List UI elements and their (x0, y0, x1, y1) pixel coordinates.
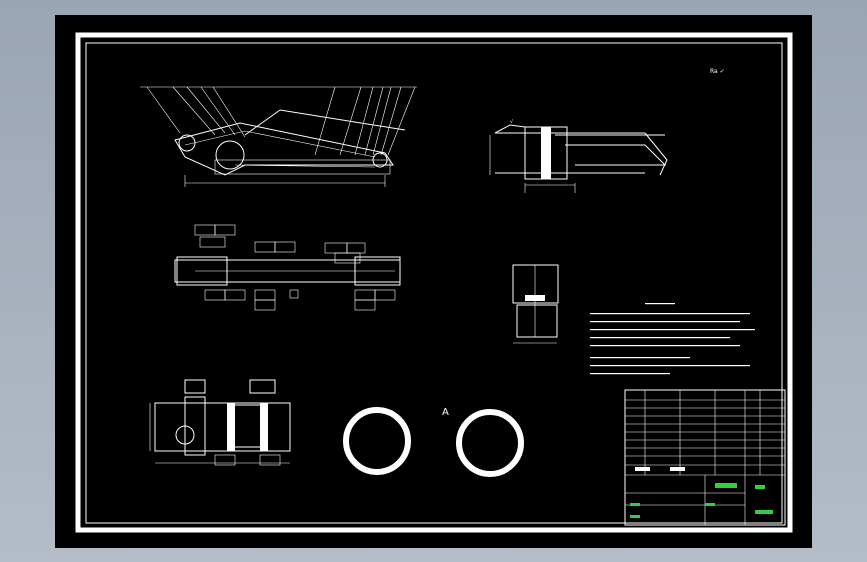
inner-border (85, 42, 783, 524)
section-view-right: √ (489, 119, 668, 193)
side-view-small (512, 264, 559, 344)
detail-view-bottom (149, 379, 291, 466)
technical-requirements (590, 303, 755, 375)
svg-text:Ra ✓: Ra ✓ (710, 68, 725, 75)
svg-text:A: A (442, 407, 449, 418)
roughness-symbol: Ra ✓ (710, 68, 725, 75)
drawing-sheet: Ra ✓ (55, 15, 812, 548)
main-assembly-view (140, 86, 417, 187)
svg-text:√: √ (510, 119, 514, 125)
ring-views: A (343, 407, 524, 477)
plan-view (174, 224, 401, 311)
engineering-drawing: Ra ✓ (75, 32, 793, 533)
outer-border (75, 32, 793, 533)
title-block (624, 389, 786, 526)
